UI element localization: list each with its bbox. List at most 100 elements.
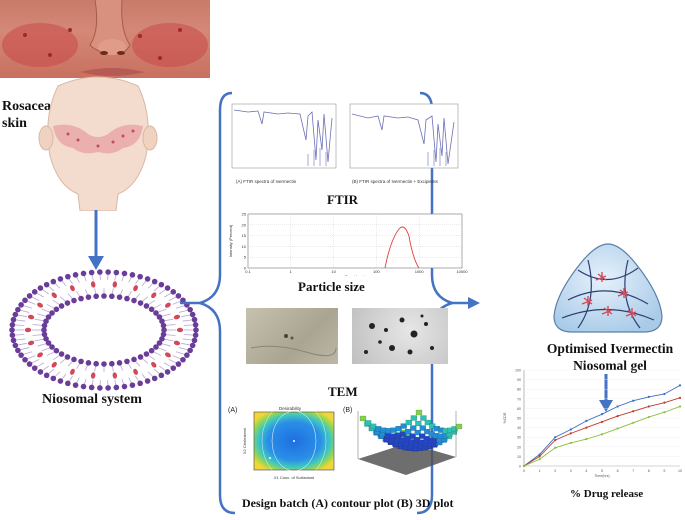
particle-ytick: 15: [242, 233, 247, 238]
lipid-head: [131, 356, 137, 363]
release-point: [569, 432, 572, 435]
tem-image-2: [352, 308, 448, 364]
surface-cell: [400, 423, 407, 429]
ftir-panel: (A) FTIR spectra of Ivermectin (B) FTIR …: [228, 100, 464, 190]
particle-ylabel: Intensity (Percent): [228, 224, 233, 257]
tem-particle: [399, 317, 405, 323]
lipid-head: [31, 365, 38, 371]
particle-xtick: 100: [373, 269, 380, 274]
tem-image-1: [246, 308, 338, 364]
release-point: [538, 453, 541, 456]
surface-cell: [415, 420, 422, 427]
release-xtick: 9: [663, 469, 665, 473]
lipid-head: [78, 358, 84, 365]
drug-molecule: [133, 285, 138, 292]
optimised-gel-label: Optimised Ivermectin Niosomal gel: [545, 340, 675, 374]
lipid-head: [189, 311, 196, 318]
lipid-head: [158, 281, 165, 288]
lipid-head: [53, 347, 60, 354]
release-point: [585, 438, 588, 441]
lipid-head: [9, 332, 16, 338]
release-point: [647, 415, 650, 419]
lipid-head: [72, 382, 79, 388]
release-ytick: 0: [519, 465, 521, 469]
tem-particle: [364, 350, 368, 354]
lipid-head: [129, 272, 136, 278]
particle-xtick: 0.1: [245, 269, 251, 274]
lipid-head: [43, 372, 50, 379]
lipid-head: [37, 369, 44, 375]
release-point: [647, 395, 650, 398]
lipid-head: [143, 303, 150, 309]
release-point: [585, 419, 588, 422]
lipid-head: [121, 383, 128, 390]
drug-molecule: [24, 327, 32, 333]
release-point: [569, 428, 572, 431]
ftir-spectrum-b: [349, 103, 459, 169]
drug-molecule: [90, 281, 96, 288]
lipid-head: [64, 300, 71, 306]
release-ytick: 50: [517, 417, 521, 421]
drug-molecule: [164, 352, 171, 358]
release-xtick: 8: [648, 469, 650, 473]
lipid-head: [18, 352, 24, 358]
release-series-line: [523, 397, 681, 467]
lipid-head: [49, 310, 55, 316]
release-point: [616, 414, 619, 418]
drug-molecule: [70, 368, 75, 375]
lipid-head: [113, 384, 120, 391]
contour-x-title: X1 Conc. of Surfactant: [274, 475, 315, 480]
lipid-head: [184, 352, 190, 358]
niosomal-gel-illustration: [553, 243, 663, 333]
lipid-head: [101, 293, 107, 299]
lipid-head: [137, 300, 144, 306]
particle-ytick: 0: [244, 266, 247, 271]
release-point: [632, 410, 635, 413]
lipid-head: [97, 269, 103, 275]
lipid-head: [72, 272, 79, 278]
surface-cell: [414, 429, 421, 436]
lipid-head: [37, 285, 44, 291]
lipid-head: [153, 310, 159, 316]
surface-cell: [455, 423, 463, 430]
lipid-head: [151, 278, 158, 285]
surface-cell: [419, 425, 426, 431]
release-point: [678, 396, 682, 399]
lipid-head: [50, 278, 57, 285]
lipid-head: [164, 369, 171, 375]
release-ytick: 40: [517, 426, 521, 430]
lipid-head: [158, 372, 165, 379]
lipid-head: [80, 270, 87, 277]
lipid-head: [159, 318, 165, 325]
lipid-head: [88, 384, 95, 391]
particle-size-label: Particle size: [298, 279, 365, 294]
face-photo-drawing: [2, 0, 208, 76]
particle-ytick: 20: [242, 222, 247, 227]
niosomal-system-label: Niosomal system: [42, 392, 142, 407]
surface-cell: [415, 409, 423, 416]
lipid-head: [180, 297, 186, 304]
lipid-head: [175, 293, 182, 299]
drug-molecule: [90, 372, 96, 379]
release-ytick: 30: [517, 436, 521, 440]
lipid-head: [156, 314, 163, 320]
lipid-head: [58, 351, 65, 357]
drug-molecule: [37, 352, 43, 358]
drug-molecule: [176, 327, 184, 333]
lipid-head: [144, 378, 151, 384]
ftir-caption-a: (A) FTIR spectra of Ivermectin: [236, 179, 297, 184]
ftir-spectrum-a: [231, 103, 337, 169]
release-xtick: 4: [585, 469, 587, 473]
rosacea-label-line1: Rosacea: [2, 99, 51, 114]
drug-molecule: [27, 314, 35, 320]
release-xtick: 0: [523, 469, 525, 473]
rosacea-label: Rosacea skin: [2, 98, 51, 132]
tem-particle: [384, 328, 388, 332]
drug-molecule: [70, 285, 75, 292]
release-ytick: 90: [517, 378, 521, 382]
contour-title: Desirability: [279, 406, 302, 411]
particle-xlabel: Size (d.nm): [345, 274, 366, 276]
tem-particle: [369, 323, 375, 329]
release-point: [600, 420, 604, 423]
